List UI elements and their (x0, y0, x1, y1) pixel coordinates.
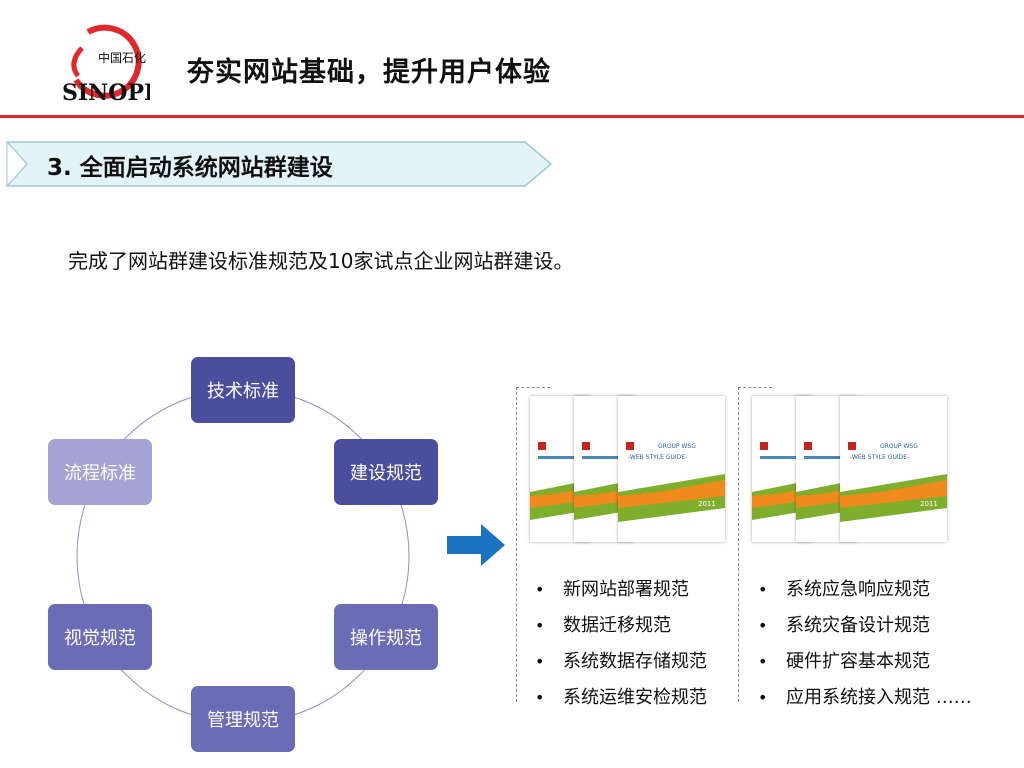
list-item: •硬件扩容基本规范 (758, 644, 972, 680)
section-banner (5, 140, 553, 188)
bullet-icon: • (535, 652, 545, 671)
list-item: •系统应急响应规范 (758, 572, 972, 608)
sinopec-logo: 中国石化 SINOPEC (62, 24, 150, 104)
spec-list-left: •新网站部署规范 •数据迁移规范 •系统数据存储规范 •系统运维安检规范 (535, 572, 707, 716)
doc-year: 2011 (698, 500, 716, 508)
doc-brand: GROUP WSG (880, 443, 918, 450)
svg-text:中国石化: 中国石化 (98, 50, 146, 65)
bullet-icon: • (758, 652, 768, 671)
svg-text:SINOPEC: SINOPEC (62, 80, 150, 104)
bullet-icon: • (535, 688, 545, 707)
node-management-spec: 管理规范 (191, 686, 295, 752)
bullet-icon: • (758, 580, 768, 599)
list-item: •新网站部署规范 (535, 572, 707, 608)
doc-year: 2011 (920, 500, 938, 508)
node-operation-spec: 操作规范 (334, 604, 438, 670)
summary-text: 完成了网站群建设标准规范及10家试点企业网站群建设。 (68, 249, 574, 273)
list-item: •应用系统接入规范 …… (758, 680, 972, 716)
list-item: •系统灾备设计规范 (758, 608, 972, 644)
spec-list-right: •系统应急响应规范 •系统灾备设计规范 •硬件扩容基本规范 •应用系统接入规范 … (758, 572, 972, 716)
node-visual-spec: 视觉规范 (48, 604, 152, 670)
section-title: 3. 全面启动系统网站群建设 (47, 155, 333, 181)
dashed-border-top (516, 387, 550, 388)
list-item: •系统运维安检规范 (535, 680, 707, 716)
title-divider (0, 115, 1024, 118)
node-construction-spec: 建设规范 (334, 439, 438, 505)
doc-covers-right: GROUP WSG -WEB STYLE GUIDE- 2011 (752, 396, 947, 542)
list-item: •数据迁移规范 (535, 608, 707, 644)
bullet-icon: • (535, 616, 545, 635)
right-arrow-icon (447, 524, 505, 566)
doc-brand: GROUP WSG (658, 443, 696, 450)
bullet-icon: • (535, 580, 545, 599)
dashed-border-left (738, 387, 739, 702)
doc-subtitle: -WEB STYLE GUIDE- (850, 454, 910, 461)
node-process-standards: 流程标准 (48, 439, 152, 505)
dashed-border-left (516, 387, 517, 702)
doc-cover-3: GROUP WSG -WEB STYLE GUIDE- 2011 (840, 396, 947, 542)
doc-covers-left: GROUP WSG -WEB STYLE GUIDE- 2011 (530, 396, 725, 542)
page-title: 夯实网站基础，提升用户体验 (187, 57, 551, 88)
bullet-icon: • (758, 688, 768, 707)
node-technical-standards: 技术标准 (191, 357, 295, 423)
doc-cover-3: GROUP WSG -WEB STYLE GUIDE- 2011 (618, 396, 725, 542)
dashed-border-top (738, 387, 772, 388)
list-item: •系统数据存储规范 (535, 644, 707, 680)
bullet-icon: • (758, 616, 768, 635)
doc-subtitle: -WEB STYLE GUIDE- (628, 454, 688, 461)
